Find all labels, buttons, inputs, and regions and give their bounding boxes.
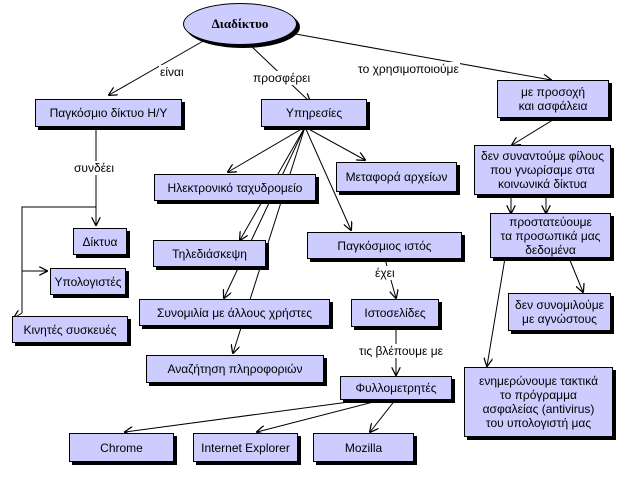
node-global-network: Παγκόσμιο δίκτυο Η/Υ <box>35 99 182 127</box>
node-mobile-devices: Κινητές συσκευές <box>12 316 128 343</box>
node-computers: Υπολογιστές <box>50 268 126 295</box>
link-browsers-chrome <box>125 398 372 432</box>
node-web-pages: Ιστοσελίδες <box>351 299 439 327</box>
node-chrome: Chrome <box>69 433 174 462</box>
link-services-email <box>228 126 306 172</box>
link-protect-antivirus <box>487 257 506 366</box>
node-protect-personal-data: προστατεύουμε τα προσωπικά μας δεδομένα <box>490 213 611 258</box>
link-label-is: είναι <box>159 65 185 79</box>
link-browsers-ie <box>257 398 386 432</box>
node-browsers: Φυλλομετρητές <box>340 376 452 400</box>
link-services-chat <box>224 126 306 298</box>
link-services-ftp <box>304 126 365 160</box>
node-file-transfer: Μεταφορά αρχείων <box>336 162 457 192</box>
node-videoconference: Τηλεδιάσκεψη <box>153 240 266 267</box>
link-label-connects: συνδέει <box>73 161 116 175</box>
link-label-has: έχει <box>374 266 396 280</box>
link-label-offers: προσφέρει <box>252 71 312 85</box>
node-information-search: Αναζήτηση πληροφοριών <box>146 355 324 383</box>
link-label-we-see-them-with: τις βλέπουμε με <box>358 344 444 358</box>
node-no-chatting-strangers: δεν συνομιλούμε με αγνώστους <box>508 293 611 331</box>
node-update-antivirus: ενημερώνουμε τακτικά το πρόγραμμα ασφαλε… <box>464 367 613 437</box>
node-no-meeting-friends: δεν συναντούμε φίλους που γνωρίσαμε στα … <box>474 145 611 195</box>
node-mozilla: Mozilla <box>313 433 414 462</box>
link-label-we-use-it: το χρησιμοποιούμε <box>357 62 460 76</box>
link-caution-friends <box>512 117 557 145</box>
link-services-www <box>304 126 351 230</box>
link-browsers-mozilla <box>370 398 397 432</box>
node-internet-explorer: Internet Explorer <box>193 433 298 462</box>
link-root-global <box>109 39 206 95</box>
root-node-internet: Διαδίκτυο <box>183 3 297 45</box>
link-bracket-devices <box>21 206 96 313</box>
node-networks: Δίκτυα <box>73 228 127 255</box>
link-root-caution <box>289 32 551 80</box>
node-services: Υπηρεσίες <box>261 99 367 127</box>
node-caution-safety: με προσοχή και ασφάλεια <box>497 80 609 118</box>
node-email: Ηλεκτρονικό ταχυδρομείο <box>154 174 316 201</box>
link-protect-strangers <box>568 257 583 292</box>
node-chat: Συνομιλία με άλλους χρήστες <box>139 299 330 326</box>
node-world-wide-web: Παγκόσμιος ιστός <box>307 232 462 259</box>
